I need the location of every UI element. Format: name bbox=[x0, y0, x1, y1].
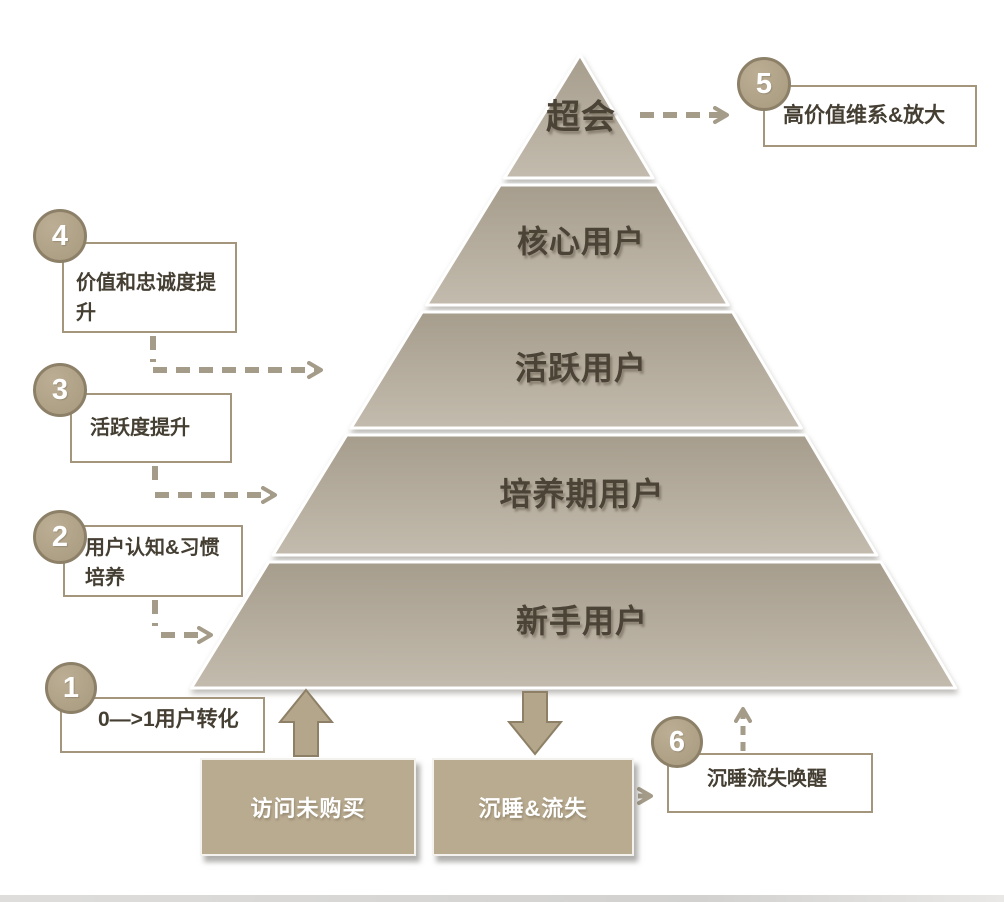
step-6-box: 沉睡流失唤醒 bbox=[667, 753, 873, 813]
pyramid-level-3-label: 活跃用户 bbox=[514, 350, 648, 386]
step-2-box: 用户认知&习惯培养 bbox=[63, 525, 243, 597]
step-5-circle: 5 bbox=[737, 57, 791, 111]
pyramid-level-3-shape bbox=[349, 310, 803, 430]
step-3-circle: 3 bbox=[33, 363, 87, 417]
dashed-arrows bbox=[150, 106, 752, 805]
visited-not-purchased-box: 访问未购买 bbox=[200, 758, 416, 856]
pyramid bbox=[189, 53, 958, 690]
pyramid-level-4-shape bbox=[271, 433, 879, 557]
step-3-box: 活跃度提升 bbox=[70, 393, 232, 463]
step-6-circle: 6 bbox=[651, 716, 703, 768]
pyramid-level-1-label: 超会 bbox=[546, 98, 616, 137]
step-5-box: 高价值维系&放大 bbox=[763, 85, 977, 147]
step-4-box: 价值和忠诚度提升 bbox=[62, 242, 237, 333]
step-1-circle: 1 bbox=[45, 662, 97, 714]
step-2-circle: 2 bbox=[33, 510, 87, 564]
block-arrows bbox=[277, 688, 564, 757]
down-block-arrow bbox=[506, 691, 564, 756]
bottom-edge-strip bbox=[0, 895, 1004, 902]
step-4-circle: 4 bbox=[33, 209, 87, 263]
pyramid-level-5-label: 新手用户 bbox=[515, 603, 649, 639]
step-1-box: 0—>1用户转化 bbox=[60, 697, 265, 753]
pyramid-level-1-shape bbox=[503, 53, 655, 180]
pyramid-level-4-label: 培养期用户 bbox=[499, 476, 665, 512]
pyramid-level-2-shape bbox=[425, 183, 730, 307]
up-block-arrow bbox=[277, 688, 335, 757]
pyramid-level-2-label: 核心用户 bbox=[517, 224, 645, 260]
dormant-churn-box: 沉睡&流失 bbox=[432, 758, 634, 856]
pyramid-level-5-shape bbox=[189, 560, 958, 690]
